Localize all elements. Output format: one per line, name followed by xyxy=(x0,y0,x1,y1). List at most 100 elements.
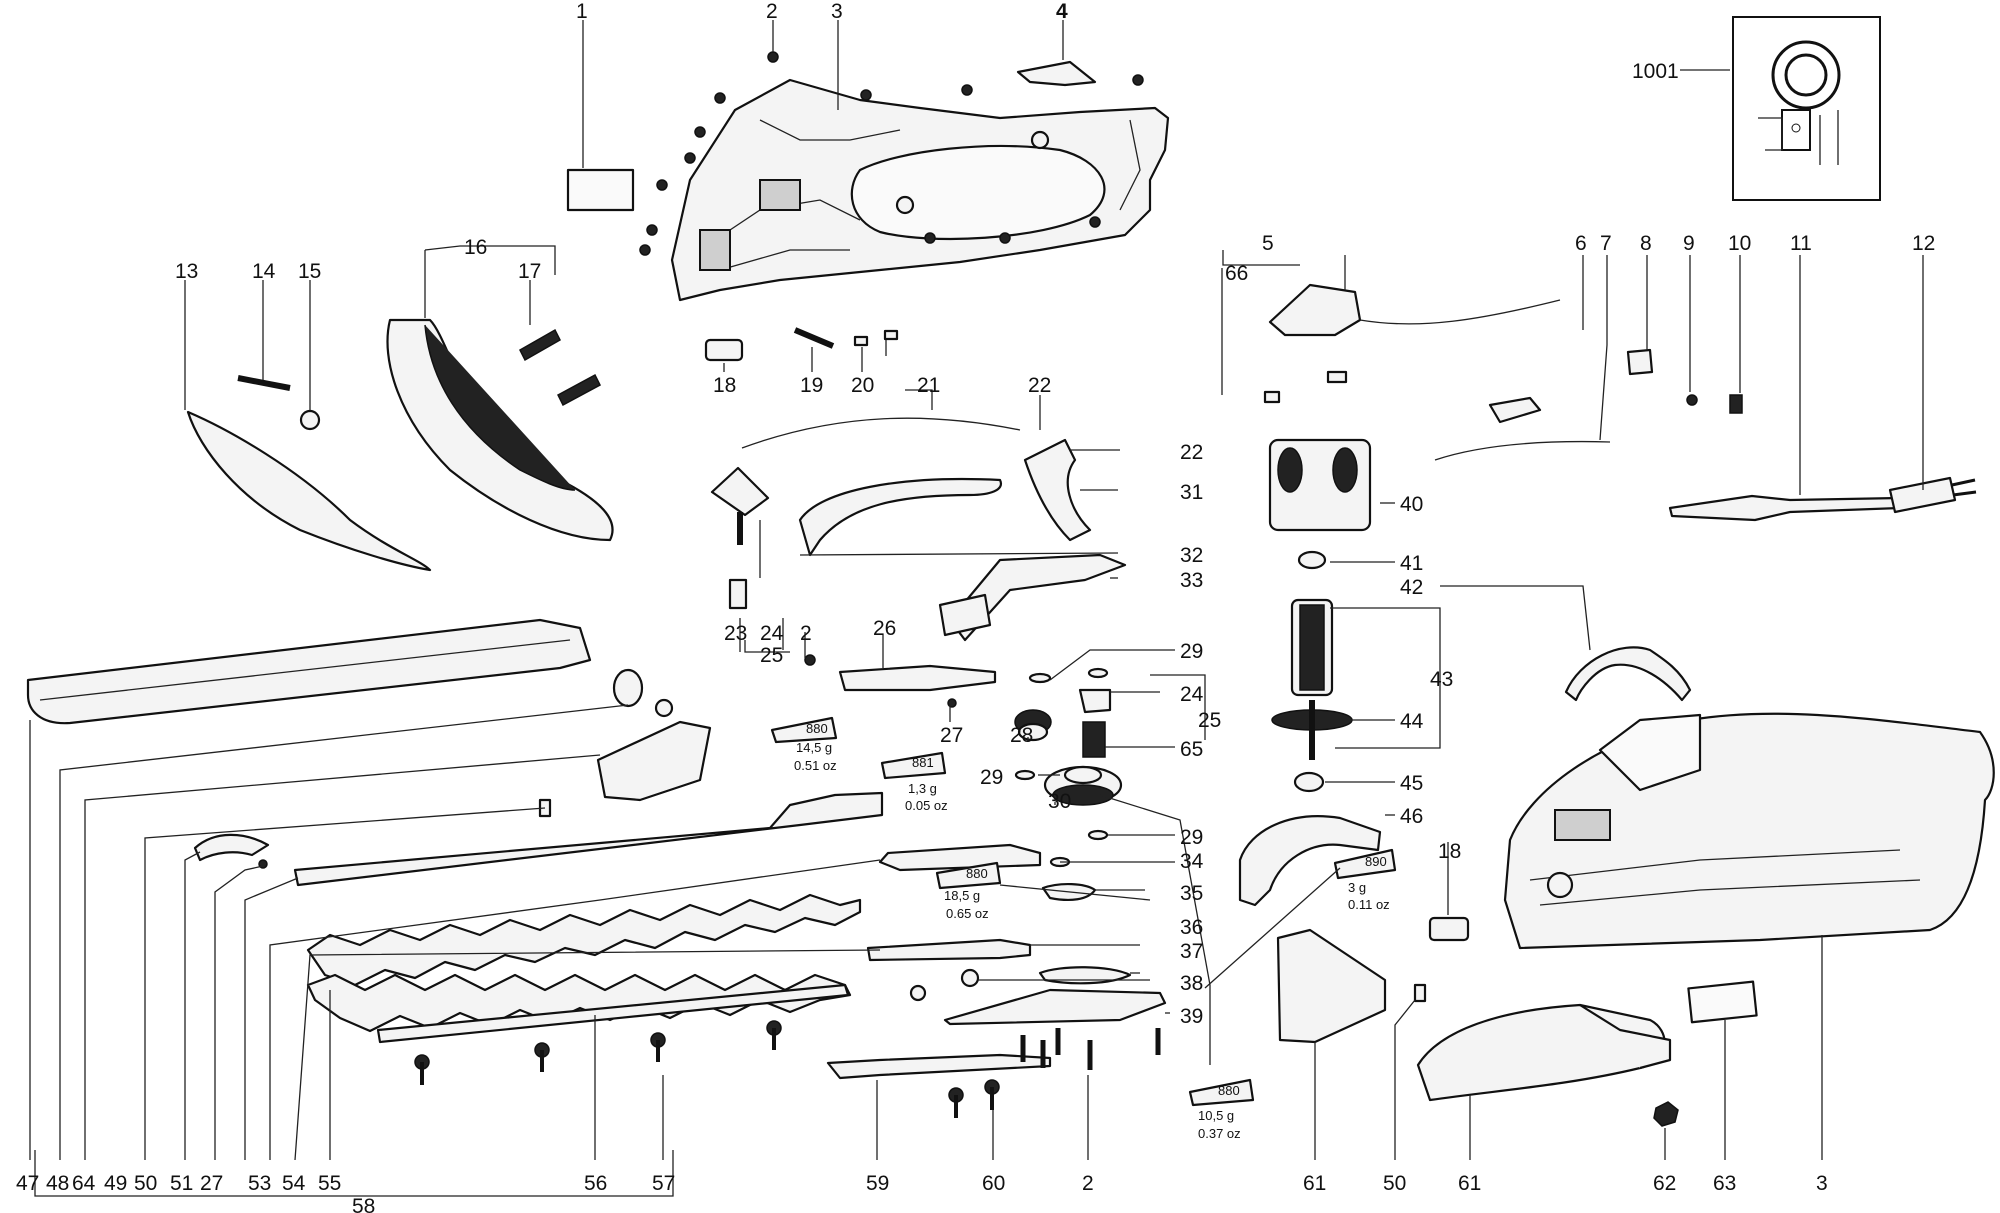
callout-57: 57 xyxy=(652,1172,675,1195)
rod-part-21 xyxy=(741,417,1021,449)
callout-11: 11 xyxy=(1790,232,1812,255)
cover-plate-part-39 xyxy=(943,988,1167,1026)
grease-weight: 14,5 g xyxy=(796,740,832,755)
callout-8: 8 xyxy=(1640,232,1652,255)
callout-23: 23 xyxy=(724,622,747,645)
callout-29c: 29 xyxy=(1180,826,1203,849)
grease-code: 881 xyxy=(912,755,934,770)
callout-10: 10 xyxy=(1728,232,1751,255)
slide-part-18b xyxy=(1428,916,1470,942)
callout-42: 42 xyxy=(1400,576,1423,599)
bushing-part-24b xyxy=(1078,688,1112,714)
callout-49: 49 xyxy=(104,1172,127,1195)
callout-3: 3 xyxy=(831,0,843,23)
callout-2: 2 xyxy=(766,0,778,23)
guide-part-64 xyxy=(596,720,712,802)
housing-half-top xyxy=(670,78,1170,302)
bolt-part-14 xyxy=(237,375,291,391)
callout-14: 14 xyxy=(252,260,276,283)
guide-plate-part-59 xyxy=(826,1053,1052,1080)
callout-3b: 3 xyxy=(1816,1172,1828,1195)
callout-17: 17 xyxy=(518,260,541,283)
callout-53: 53 xyxy=(248,1172,271,1195)
guard-part-47 xyxy=(26,618,592,725)
callout-1: 1 xyxy=(576,0,588,23)
callout-51: 51 xyxy=(170,1172,193,1195)
callout-15: 15 xyxy=(298,260,321,283)
callout-18b: 18 xyxy=(1438,840,1461,863)
callout-22b: 22 xyxy=(1180,441,1203,464)
gear-part-28 xyxy=(1014,709,1052,742)
deflector-part-13 xyxy=(186,410,432,572)
callout-25a: 25 xyxy=(760,644,783,667)
nut-part-62 xyxy=(1653,1101,1679,1127)
callout-22a: 22 xyxy=(1028,374,1051,397)
grease-weight: 1,3 g xyxy=(908,781,937,796)
callout-65: 65 xyxy=(1180,738,1203,761)
callout-26: 26 xyxy=(873,617,896,640)
callout-46: 46 xyxy=(1400,805,1423,828)
motor-mount-part-46 xyxy=(1238,815,1382,907)
grease-oz: 0.11 oz xyxy=(1348,897,1390,912)
pin-part-50b xyxy=(1413,983,1427,1003)
grease-labels: 880 14,5 g 0.51 oz 881 1,3 g 0.05 oz 880… xyxy=(794,721,1390,1141)
callout-13: 13 xyxy=(175,260,198,283)
callout-36: 36 xyxy=(1180,916,1203,939)
callout-5: 5 xyxy=(1262,232,1274,255)
grease-code: 880 xyxy=(966,866,988,881)
washer-part-29c xyxy=(1087,829,1109,841)
label-part-63 xyxy=(1687,980,1758,1024)
blade-upper-part-54 xyxy=(306,893,862,987)
stator-part-40 xyxy=(1268,438,1372,532)
drive-part-48 xyxy=(612,668,674,718)
grease-tube-icon xyxy=(770,716,1397,1107)
callout-31: 31 xyxy=(1180,481,1203,504)
knob-part-24 xyxy=(710,466,770,517)
rating-plate xyxy=(566,168,635,212)
lever-part-26 xyxy=(838,664,997,692)
terminal-part-66b xyxy=(1326,370,1348,384)
grease-code: 890 xyxy=(1365,854,1387,869)
callout-37: 37 xyxy=(1180,940,1203,963)
grease-oz: 0.05 oz xyxy=(905,798,948,813)
callout-19: 19 xyxy=(800,374,823,397)
callout-24a: 24 xyxy=(760,622,784,645)
callout-62: 62 xyxy=(1653,1172,1676,1195)
plate-part-34 xyxy=(878,843,1042,872)
callout-27b: 27 xyxy=(200,1172,223,1195)
callout-35: 35 xyxy=(1180,882,1203,905)
callout-43: 43 xyxy=(1430,668,1453,691)
callout-24b: 24 xyxy=(1180,683,1204,706)
callout-44: 44 xyxy=(1400,710,1424,733)
callout-40: 40 xyxy=(1400,493,1423,516)
plate-part-36 xyxy=(866,938,1032,962)
sleeve-part-20b xyxy=(883,329,899,341)
grease-weight: 3 g xyxy=(1348,880,1366,895)
capacitor-part-6 xyxy=(1488,396,1542,424)
sleeve-part-20a xyxy=(853,335,869,347)
bolts-part-57 xyxy=(414,1020,782,1085)
callout-2b: 2 xyxy=(800,622,812,645)
nut-part-38 xyxy=(960,968,980,988)
cable-part-7 xyxy=(1434,440,1611,461)
grease-code: 880 xyxy=(806,721,828,736)
callout-47: 47 xyxy=(16,1172,39,1195)
gear-housing-part-61a xyxy=(1276,928,1387,1044)
callout-28: 28 xyxy=(1010,724,1033,747)
spring-part-65 xyxy=(1082,721,1106,758)
callout-32: 32 xyxy=(1180,544,1203,567)
callout-55: 55 xyxy=(318,1172,341,1195)
callout-61b: 61 xyxy=(1458,1172,1481,1195)
grease-weight: 18,5 g xyxy=(944,888,980,903)
callout-61a: 61 xyxy=(1303,1172,1326,1195)
callout-9: 9 xyxy=(1683,232,1695,255)
callout-labels: 1 2 3 4 1001 13 14 15 16 17 18 19 20 21 … xyxy=(16,0,1935,1213)
sleeve-part-23 xyxy=(728,578,748,610)
callout-27: 27 xyxy=(940,724,963,747)
cord-part-11 xyxy=(1668,494,1902,522)
housing-shell-right xyxy=(1503,712,1995,950)
callout-59: 59 xyxy=(866,1172,889,1195)
callout-21: 21 xyxy=(917,374,940,397)
clip-part-8 xyxy=(1626,348,1654,376)
